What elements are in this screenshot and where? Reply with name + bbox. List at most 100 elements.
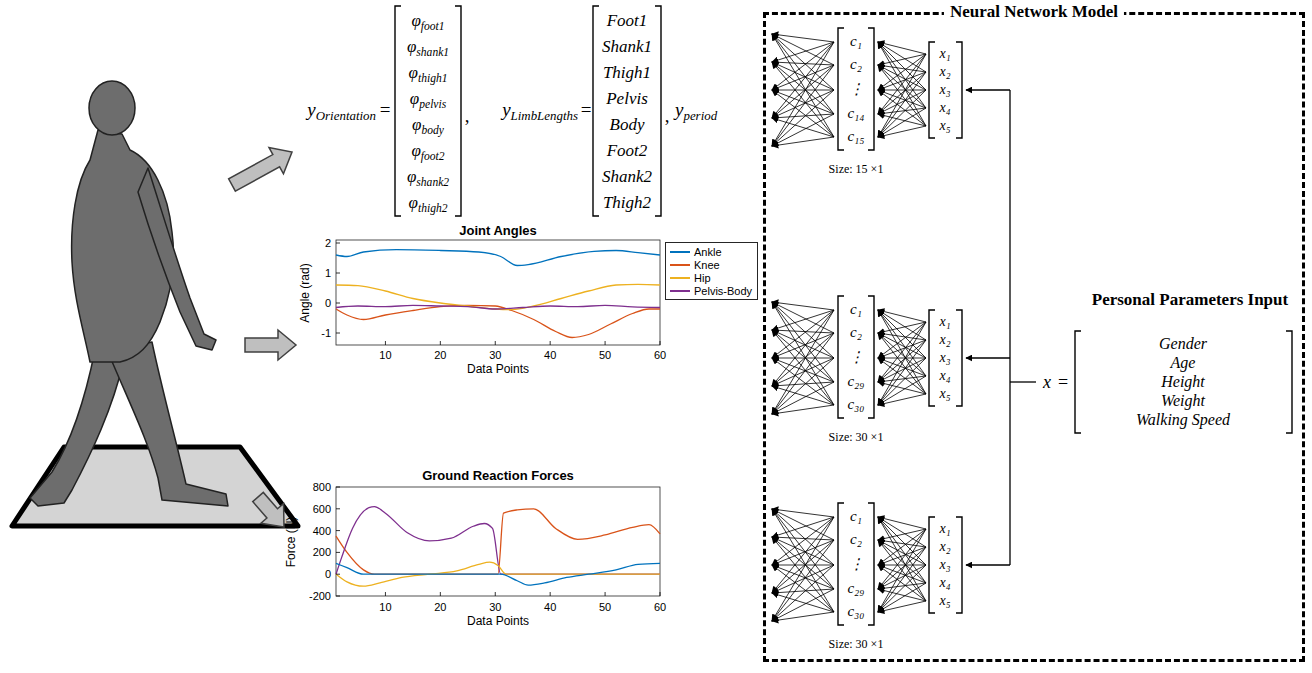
output-symbol: yOrientation [307, 99, 376, 121]
tick-label: 600 [313, 502, 331, 515]
network-link [878, 42, 926, 90]
network-link [878, 310, 926, 340]
network-link [772, 34, 834, 90]
vector-entry: x₂ [939, 332, 950, 348]
network-link [772, 114, 834, 118]
network-link [878, 376, 926, 405]
data-curve [336, 284, 660, 309]
network-link [878, 589, 926, 601]
data-curve [336, 562, 660, 586]
network-link [336, 574, 340, 575]
vector-entry: x₁ [939, 521, 950, 537]
vector-bracket [838, 503, 874, 625]
equals-sign: = [581, 99, 592, 121]
region-title: Neural Network Model [944, 2, 1124, 22]
vector-entry: φpelvis [410, 89, 446, 109]
vector-entry: φfoot2 [411, 141, 444, 161]
vector-entry: Foot2 [607, 141, 648, 161]
network-link [878, 108, 926, 137]
legend-text: Pelvis-Body [694, 285, 752, 297]
vector-entry: x₂ [939, 64, 950, 80]
network-link [772, 358, 834, 414]
network-link [772, 358, 834, 382]
separator: , [465, 105, 470, 127]
pointer-arrow [253, 492, 284, 527]
network-link [385, 592, 386, 596]
vector-entry: Thigh2 [603, 193, 651, 213]
vector-entry: x₁ [939, 314, 950, 330]
network-link [878, 517, 926, 601]
network-link [878, 42, 926, 126]
network-link [878, 340, 926, 405]
network-link [878, 358, 926, 394]
vector-entry: ⋮ [849, 556, 864, 573]
network-link [772, 517, 834, 621]
network-link [772, 565, 834, 621]
network-link [878, 72, 926, 137]
network-link [772, 62, 834, 137]
network-link [878, 601, 926, 612]
separator: , [665, 105, 670, 127]
size-label: Size: 15 ×1 [829, 163, 884, 177]
network-link [878, 565, 926, 583]
network-link [878, 517, 926, 565]
vector-bracket [929, 310, 962, 406]
tick-label: 0 [325, 568, 331, 581]
network-link [878, 90, 926, 91]
network-link [1010, 381, 1036, 382]
chart-title: Ground Reaction Forces [422, 469, 574, 484]
network-link [772, 302, 834, 358]
network-link [772, 565, 834, 612]
network-link [772, 333, 834, 414]
legend-text: Knee [694, 259, 720, 271]
vector-entry: c₂₉ [847, 373, 864, 390]
size-label: Size: 30 ×1 [829, 638, 884, 652]
vector-entry: x₃ [939, 350, 950, 366]
vector-entry: φshank2 [407, 167, 449, 187]
vector-entry: x₅ [939, 593, 950, 609]
tick-label: -1 [321, 327, 331, 340]
equals-sign: = [1058, 372, 1068, 393]
network-link [878, 540, 926, 601]
network-link [772, 382, 834, 386]
network-link [878, 517, 926, 583]
tick-label: 50 [599, 601, 611, 614]
legend-entry: Knee [670, 258, 752, 271]
input-entry: Gender [1159, 335, 1207, 353]
network-link [878, 42, 926, 108]
network-link [878, 565, 926, 566]
network-link [772, 517, 834, 537]
network-link [772, 330, 834, 405]
network-link [772, 310, 834, 386]
tick-label: 200 [313, 546, 331, 559]
tick-label: -200 [309, 590, 331, 603]
network-link [878, 358, 926, 376]
vector-entry: x₃ [939, 557, 950, 573]
vector-entry: x₂ [939, 539, 950, 555]
vector-bracket [838, 296, 874, 418]
tick-label: 60 [654, 601, 666, 614]
network-link [385, 341, 386, 345]
network-link [772, 589, 834, 593]
network-link [336, 530, 340, 531]
network-link [336, 303, 340, 304]
plot-frame [336, 487, 660, 596]
tick-label: 10 [379, 601, 391, 614]
network-link [772, 509, 834, 612]
vector-entry: x₄ [939, 368, 950, 384]
vector-bracket [593, 6, 661, 216]
network-link [772, 90, 834, 91]
network-link [772, 612, 834, 621]
vector-entry: ⋮ [849, 81, 864, 98]
network-link [772, 34, 834, 42]
network-link [878, 114, 926, 126]
tick-label: 20 [434, 349, 446, 362]
network-link [772, 90, 834, 146]
input-entry: Age [1171, 354, 1196, 372]
input-entry: Weight [1161, 392, 1205, 410]
vector-entry: Foot1 [607, 11, 648, 31]
vector-bracket [929, 517, 962, 613]
chart-title: Joint Angles [459, 224, 537, 239]
vector-entry: c₃₀ [847, 603, 864, 620]
axis-label: Force (N) [285, 516, 299, 567]
